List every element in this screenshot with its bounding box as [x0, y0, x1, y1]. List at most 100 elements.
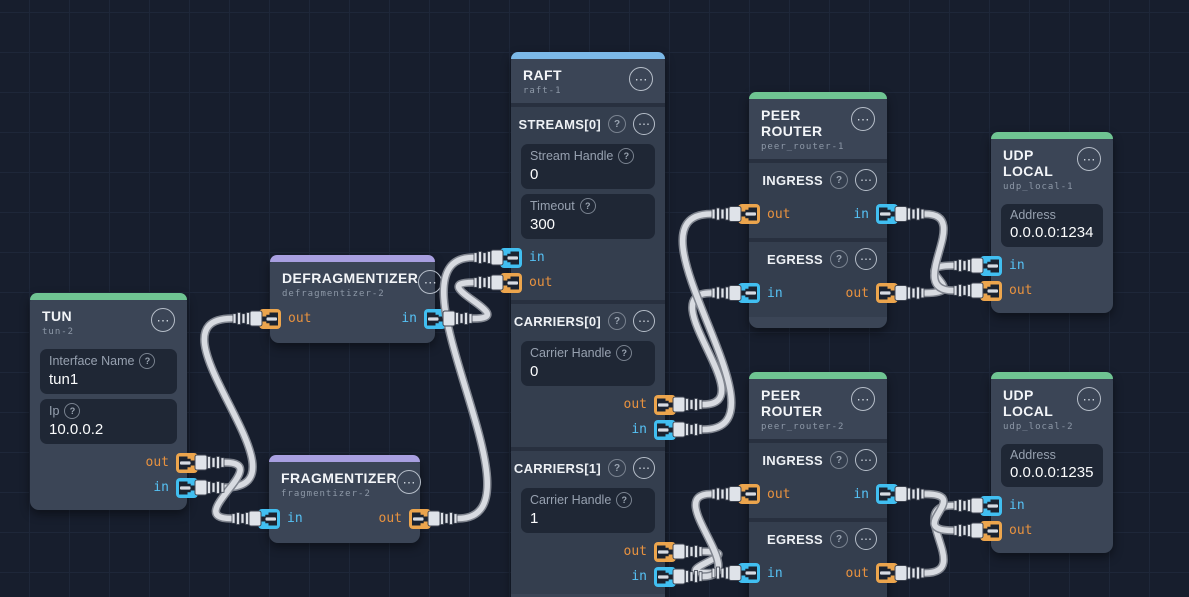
port-connector-icon[interactable]	[738, 204, 760, 224]
node-menu-icon[interactable]: ⋯	[1077, 387, 1101, 411]
port-connector-icon[interactable]	[500, 247, 522, 268]
help-icon[interactable]: ?	[830, 530, 848, 548]
node-peer-router-1[interactable]: PEER ROUTER peer_router-1 ⋯ INGRESS ? ⋯ …	[738, 92, 898, 328]
node-title: FRAGMENTIZER	[281, 470, 398, 486]
help-icon[interactable]: ?	[830, 171, 848, 189]
node-fragmentizer[interactable]: FRAGMENTIZER fragmentizer-2 ⋯ in out	[258, 455, 431, 543]
help-icon[interactable]: ?	[64, 403, 81, 419]
field-carrier-handle[interactable]: Carrier Handle? 1	[521, 488, 655, 533]
section-menu-icon[interactable]: ⋯	[855, 169, 877, 191]
port-connector-icon[interactable]	[980, 520, 1002, 541]
node-accent-bar	[511, 52, 665, 59]
port-connector-icon[interactable]	[654, 566, 676, 587]
port-connector-icon[interactable]	[176, 477, 198, 498]
node-tun[interactable]: TUN tun-2 ⋯ Interface Name? tun1 Ip? 10.…	[30, 293, 198, 510]
section-menu-icon[interactable]: ⋯	[855, 449, 877, 471]
field-timeout[interactable]: Timeout? 300	[521, 194, 655, 239]
node-menu-icon[interactable]: ⋯	[151, 308, 175, 332]
section-menu-icon[interactable]: ⋯	[633, 310, 655, 332]
field-address[interactable]: Address 0.0.0.0:1235	[1001, 444, 1103, 487]
port-label-out: out	[767, 206, 791, 222]
port-label-out: out	[767, 486, 791, 502]
field-label: Interface Name	[49, 354, 135, 368]
port-label-in: in	[767, 285, 783, 301]
node-accent-bar	[269, 455, 420, 462]
node-udp-local-1[interactable]: UDP LOCAL udp_local-1 ⋯ Address 0.0.0.0:…	[980, 132, 1113, 313]
node-defragmentizer[interactable]: DEFRAGMENTIZER defragmentizer-2 ⋯ out in	[259, 255, 446, 343]
node-menu-icon[interactable]: ⋯	[1077, 147, 1101, 171]
node-title: UDP LOCAL	[1003, 147, 1054, 179]
port-label-in: in	[853, 486, 869, 502]
port-connector-icon[interactable]	[980, 255, 1002, 276]
section-title: EGRESS	[767, 251, 823, 267]
port-connector-icon[interactable]	[876, 484, 898, 504]
port-connector-icon[interactable]	[738, 563, 760, 583]
help-icon[interactable]: ?	[608, 459, 626, 477]
port-label-in: in	[631, 422, 647, 437]
node-id: raft-1	[523, 86, 562, 96]
port-label-in: in	[853, 206, 869, 222]
node-menu-icon[interactable]: ⋯	[418, 270, 443, 294]
port-connector-icon[interactable]	[259, 308, 281, 329]
port-connector-icon[interactable]	[738, 484, 760, 504]
field-address[interactable]: Address 0.0.0.0:1234	[1001, 204, 1103, 247]
port-label-in: in	[401, 311, 417, 326]
port-connector-icon[interactable]	[500, 272, 522, 293]
port-connector-icon[interactable]	[424, 308, 446, 329]
section-carriers0: CARRIERS[0] ? ⋯ Carrier Handle? 0 out in	[511, 300, 676, 447]
help-icon[interactable]: ?	[608, 115, 626, 133]
section-carriers1: CARRIERS[1] ? ⋯ Carrier Handle? 1 out in	[511, 447, 676, 594]
section-streams0: STREAMS[0] ? ⋯ Stream Handle? 0 Timeout?…	[500, 103, 665, 300]
port-connector-icon[interactable]	[980, 495, 1002, 516]
section-egress: EGRESS ? ⋯ in out	[738, 518, 898, 597]
port-connector-icon[interactable]	[654, 419, 676, 440]
port-label-in: in	[1009, 498, 1025, 513]
section-menu-icon[interactable]: ⋯	[855, 528, 877, 550]
field-label: Address	[1010, 208, 1056, 222]
port-connector-icon[interactable]	[409, 508, 431, 529]
help-icon[interactable]: ?	[616, 492, 633, 508]
help-icon[interactable]: ?	[608, 312, 626, 330]
port-connector-icon[interactable]	[876, 204, 898, 224]
section-menu-icon[interactable]: ⋯	[633, 457, 655, 479]
port-connector-icon[interactable]	[738, 283, 760, 303]
section-egress: EGRESS ? ⋯ in out	[738, 238, 898, 317]
help-icon[interactable]: ?	[830, 451, 848, 469]
help-icon[interactable]: ?	[579, 198, 596, 214]
node-udp-local-2[interactable]: UDP LOCAL udp_local-2 ⋯ Address 0.0.0.0:…	[980, 372, 1113, 553]
node-accent-bar	[749, 92, 887, 99]
node-id: udp_local-1	[1003, 182, 1074, 192]
port-label-out: out	[1009, 523, 1033, 538]
port-connector-icon[interactable]	[176, 452, 198, 473]
field-value: 300	[530, 216, 556, 233]
field-interface-name[interactable]: Interface Name? tun1	[40, 349, 177, 394]
node-menu-icon[interactable]: ⋯	[851, 387, 875, 411]
help-icon[interactable]: ?	[139, 353, 156, 369]
node-menu-icon[interactable]: ⋯	[851, 107, 875, 131]
help-icon[interactable]: ?	[618, 148, 635, 164]
port-label-in: in	[529, 250, 545, 265]
node-id: peer_router-2	[761, 422, 845, 432]
port-connector-icon[interactable]	[654, 541, 676, 562]
node-menu-icon[interactable]: ⋯	[629, 67, 653, 91]
help-icon[interactable]: ?	[616, 345, 633, 361]
port-connector-icon[interactable]	[258, 508, 280, 529]
section-menu-icon[interactable]: ⋯	[633, 113, 655, 135]
field-label: Carrier Handle	[530, 346, 612, 360]
port-connector-icon[interactable]	[876, 283, 898, 303]
field-stream-handle[interactable]: Stream Handle? 0	[521, 144, 655, 189]
port-connector-icon[interactable]	[654, 394, 676, 415]
section-menu-icon[interactable]: ⋯	[855, 248, 877, 270]
field-value: 0.0.0.0:1235	[1010, 464, 1094, 481]
port-connector-icon[interactable]	[876, 563, 898, 583]
node-raft[interactable]: RAFT raft-1 ⋯ STREAMS[0] ? ⋯ Stream Hand…	[500, 52, 676, 597]
node-menu-icon[interactable]: ⋯	[397, 470, 422, 494]
field-label: Stream Handle	[530, 149, 614, 163]
field-ip[interactable]: Ip? 10.0.0.2	[40, 399, 177, 444]
port-connector-icon[interactable]	[980, 280, 1002, 301]
help-icon[interactable]: ?	[830, 250, 848, 268]
node-peer-router-2[interactable]: PEER ROUTER peer_router-2 ⋯ INGRESS ? ⋯ …	[738, 372, 898, 597]
port-label-in: in	[631, 569, 647, 584]
field-carrier-handle[interactable]: Carrier Handle? 0	[521, 341, 655, 386]
